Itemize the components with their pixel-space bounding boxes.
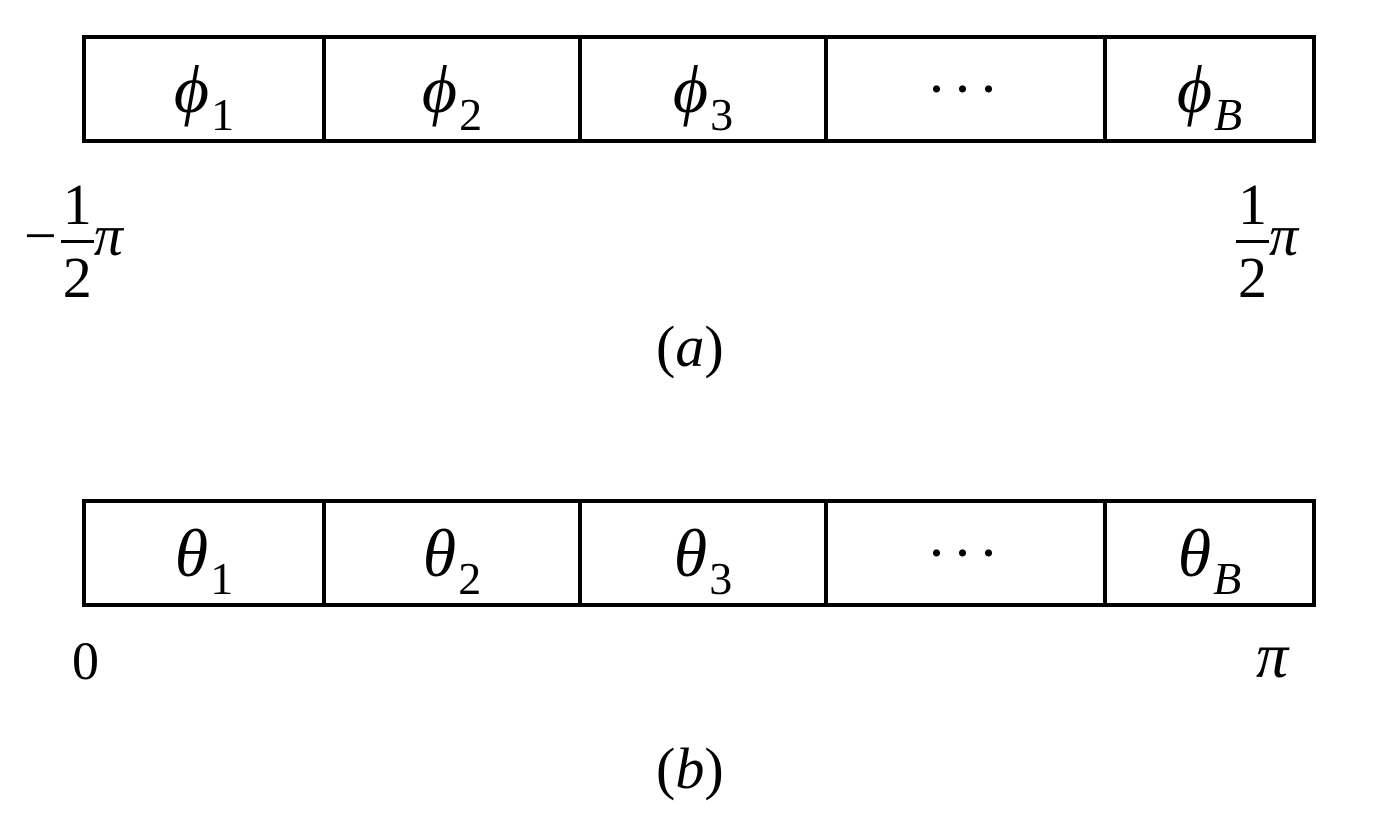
- theta-bin-ellipsis: ···: [828, 503, 1107, 603]
- phi-bin-ellipsis: ···: [828, 39, 1107, 139]
- phi-bin-strip: ϕ1 ϕ2 ϕ3 ··· ϕB: [82, 35, 1316, 143]
- phi-bin-1-label: ϕ1: [173, 51, 235, 140]
- caption-a: (a): [656, 314, 724, 379]
- theta-range-end-label: π: [1256, 620, 1289, 691]
- theta-bin-B: θB: [1107, 503, 1312, 603]
- theta-bin-1-label: θ1: [174, 515, 234, 604]
- theta-range-start-label: 0: [72, 631, 99, 691]
- phi-bin-B-label: ϕB: [1176, 51, 1243, 140]
- theta-bin-B-label: θB: [1177, 515, 1242, 604]
- ellipsis-icon: ···: [926, 56, 1005, 122]
- caption-b: (b): [656, 736, 724, 801]
- phi-bin-2-label: ϕ2: [421, 51, 483, 140]
- theta-bin-1: θ1: [86, 503, 326, 603]
- theta-bin-3: θ3: [582, 503, 828, 603]
- phi-bin-3: ϕ3: [582, 39, 828, 139]
- phi-bin-3-label: ϕ3: [672, 51, 734, 140]
- theta-bin-2-label: θ2: [422, 515, 482, 604]
- phi-bin-B: ϕB: [1107, 39, 1312, 139]
- ellipsis-icon: ···: [926, 520, 1005, 586]
- phi-bin-2: ϕ2: [326, 39, 582, 139]
- phi-bin-1: ϕ1: [86, 39, 326, 139]
- theta-bin-2: θ2: [326, 503, 582, 603]
- theta-bin-strip: θ1 θ2 θ3 ··· θB: [82, 499, 1316, 607]
- theta-bin-3-label: θ3: [673, 515, 733, 604]
